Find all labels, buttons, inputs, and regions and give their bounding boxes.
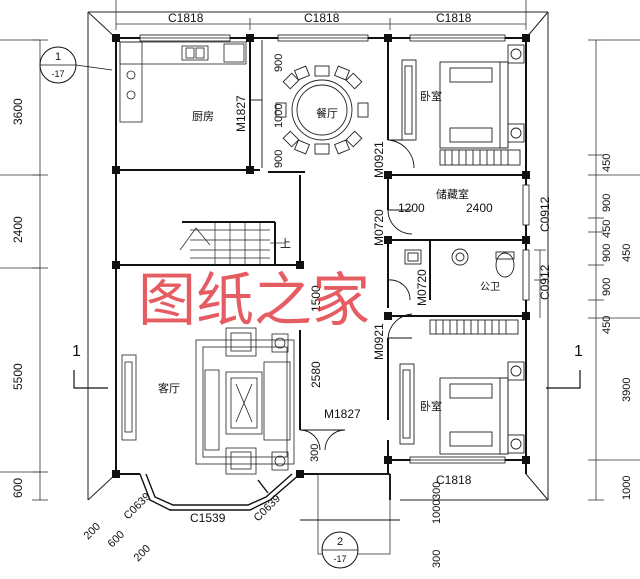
dim-left-2: 2400	[11, 216, 25, 243]
dim-dining-900-bot: 900	[273, 150, 285, 168]
room-living-label: 客厅	[158, 381, 180, 395]
opening-labels: C1818 C1818 C1818 M1827 M1827 M0921 M092…	[122, 11, 552, 525]
section-right-label: 1	[574, 343, 583, 360]
stair-up-label: 上	[280, 237, 291, 250]
label-bay-right-window: C0639	[252, 493, 283, 524]
bed-top	[401, 44, 525, 166]
dim-2580: 2580	[309, 361, 323, 388]
dim-right-2: 900	[601, 194, 613, 212]
label-wc-door: M0720	[415, 269, 429, 306]
room-wc-label: 公卫	[480, 282, 500, 293]
kitchen-fixtures	[119, 41, 247, 123]
callout-top-num: 1	[55, 51, 61, 63]
dim-right-9: 1000	[621, 476, 633, 500]
dim-right-4: 900	[601, 244, 613, 262]
callout-bottom-num: 2	[337, 536, 343, 548]
dim-right-5: 450	[621, 244, 633, 262]
dim-300: 300	[309, 444, 321, 462]
section-left-label: 1	[72, 343, 81, 360]
bay-window	[139, 473, 301, 511]
label-top-left-window: C1818	[168, 11, 204, 25]
dim-1500: 1500	[309, 285, 323, 312]
label-living-door: M1827	[324, 407, 361, 421]
windows	[139, 34, 530, 464]
room-bedroom-top-label: 卧室	[420, 89, 442, 103]
room-kitchen-label: 厨房	[192, 110, 214, 123]
callout-bottom: 2 -17	[321, 531, 359, 569]
dim-right-3: 450	[601, 220, 613, 238]
columns	[112, 34, 530, 478]
stair	[179, 222, 285, 265]
label-kitchen-door: M1827	[234, 95, 248, 132]
section-marker-right: 1	[546, 343, 583, 389]
dim-right-7: 450	[601, 316, 613, 334]
room-storage-label: 储藏室	[436, 187, 469, 201]
dim-bot-200b: 200	[132, 543, 153, 564]
label-storage-door: M0720	[372, 209, 386, 246]
room-dining-label: 餐厅	[316, 106, 338, 120]
label-bay-left-window: C0639	[122, 491, 153, 522]
dim-left-4: 600	[11, 478, 25, 498]
bed-bottom	[399, 319, 525, 455]
callout-top-sheet: -17	[51, 69, 64, 79]
dim-bottom-300a: 300	[431, 482, 443, 500]
callout-top: 1 -17	[39, 46, 113, 84]
label-wc-window: C0912	[538, 264, 552, 300]
dim-right-1: 450	[601, 154, 613, 172]
dim-left-1: 3600	[11, 98, 25, 125]
label-bed-bottom-door: M0921	[372, 323, 386, 360]
roof-outline	[87, 11, 549, 501]
dim-storage-2400: 2400	[466, 201, 493, 215]
label-top-mid-window: C1818	[304, 11, 340, 25]
dim-bot-200a: 200	[82, 521, 103, 542]
label-top-right-window: C1818	[436, 11, 472, 25]
dim-storage-1200: 1200	[398, 201, 425, 215]
dim-bot-600: 600	[106, 529, 127, 550]
section-marker-left: 1	[72, 343, 108, 389]
bathroom-fixtures	[404, 248, 515, 278]
dim-dining-900-top: 900	[273, 54, 285, 72]
dim-bottom-300b: 300	[431, 550, 443, 568]
dim-1000-small: 1000	[431, 500, 443, 524]
dimension-lines	[0, 0, 640, 501]
dim-right-8: 3900	[621, 378, 633, 402]
label-storage-window: C0912	[538, 196, 552, 232]
doors	[250, 40, 415, 555]
label-bed-top-door: M0921	[372, 141, 386, 178]
label-bed-bottom-window: C1818	[436, 473, 472, 487]
dim-dining-1000: 1000	[273, 104, 285, 128]
dim-left-3: 5500	[11, 363, 25, 390]
dim-right-6: 900	[601, 278, 613, 296]
dining-table	[275, 65, 369, 155]
watermark-text: 图纸之家	[138, 266, 370, 334]
living-sofa-set	[121, 327, 295, 475]
room-bedroom-bottom-label: 卧室	[420, 399, 442, 413]
room-labels: 厨房 餐厅 卧室 储藏室 客厅 卧室 公卫 上	[158, 89, 500, 413]
label-bay-main-window: C1539	[190, 511, 226, 525]
callout-bottom-sheet: -17	[333, 554, 346, 564]
